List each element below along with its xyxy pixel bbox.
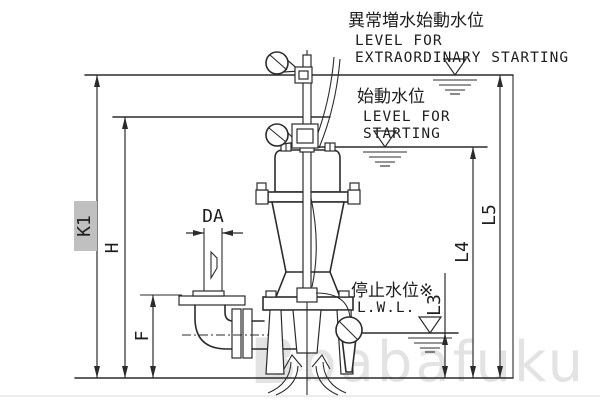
level-extraordinary-en1: LEVEL FOR bbox=[355, 33, 443, 49]
dimension-label-l3: L3 bbox=[424, 294, 445, 316]
float-switch-bottom bbox=[335, 316, 363, 373]
junction-box bbox=[296, 287, 318, 303]
guide-claw bbox=[210, 250, 218, 280]
water-level-symbol-starting bbox=[363, 130, 407, 167]
level-extraordinary-jp: 異常増水始動水位 bbox=[348, 11, 484, 31]
pump-leg-left bbox=[265, 309, 285, 375]
dimension-label-l5: L5 bbox=[479, 204, 500, 226]
level-stop-en1: L.W.L. bbox=[357, 300, 415, 316]
level-extraordinary-en2: EXTRAORDINARY STARTING bbox=[355, 50, 569, 66]
band-lug-left bbox=[255, 189, 269, 205]
float-ball bbox=[335, 316, 363, 344]
level-starting-jp: 始動水位 bbox=[357, 87, 425, 107]
dimension-label-h: H bbox=[102, 243, 123, 254]
float-switch-lower bbox=[265, 123, 319, 149]
water-level-triangle-icon bbox=[442, 58, 468, 77]
water-level-symbol-extraordinary bbox=[433, 58, 477, 95]
float-ball bbox=[265, 51, 289, 75]
float-switch-upper bbox=[265, 51, 313, 84]
k1-highlight bbox=[74, 201, 97, 251]
level-stop-jp: 停止水位※ bbox=[351, 281, 433, 301]
band-lug-right bbox=[347, 189, 361, 205]
dimension-lines bbox=[94, 75, 503, 378]
level-starting-en2: STARTING bbox=[363, 126, 441, 142]
cable-pipe bbox=[302, 54, 312, 291]
water-level-triangle-icon bbox=[417, 316, 443, 335]
level-label-stop: 停止水位※ L.W.L. bbox=[351, 281, 433, 316]
water-level-symbol-stop bbox=[408, 316, 452, 353]
dimension-label-f: F bbox=[132, 331, 153, 342]
elbow-flange-pair bbox=[231, 308, 242, 359]
watermark-logo-sub: ABA bbox=[286, 361, 315, 374]
level-label-starting: 始動水位 LEVEL FOR STARTING bbox=[357, 87, 451, 142]
cable-inner bbox=[310, 197, 317, 288]
page-edge-line bbox=[0, 395, 600, 397]
dimension-label-l4: L4 bbox=[452, 241, 473, 263]
water-level-triangle-icon bbox=[372, 130, 398, 149]
suction-arrow-right bbox=[311, 354, 347, 396]
elbow-top-flange bbox=[178, 295, 246, 306]
cable-to-bottom-float bbox=[315, 292, 351, 319]
suction-arrow-left bbox=[267, 354, 303, 396]
level-label-extraordinary: 異常増水始動水位 LEVEL FOR EXTRAORDINARY STARTIN… bbox=[348, 11, 569, 66]
dimension-labels: K1 H F DA L3 L4 L5 bbox=[74, 201, 500, 341]
level-starting-en1: LEVEL FOR bbox=[363, 109, 451, 125]
dimension-label-k1: K1 bbox=[74, 215, 95, 237]
dimension-label-da: DA bbox=[202, 206, 224, 227]
